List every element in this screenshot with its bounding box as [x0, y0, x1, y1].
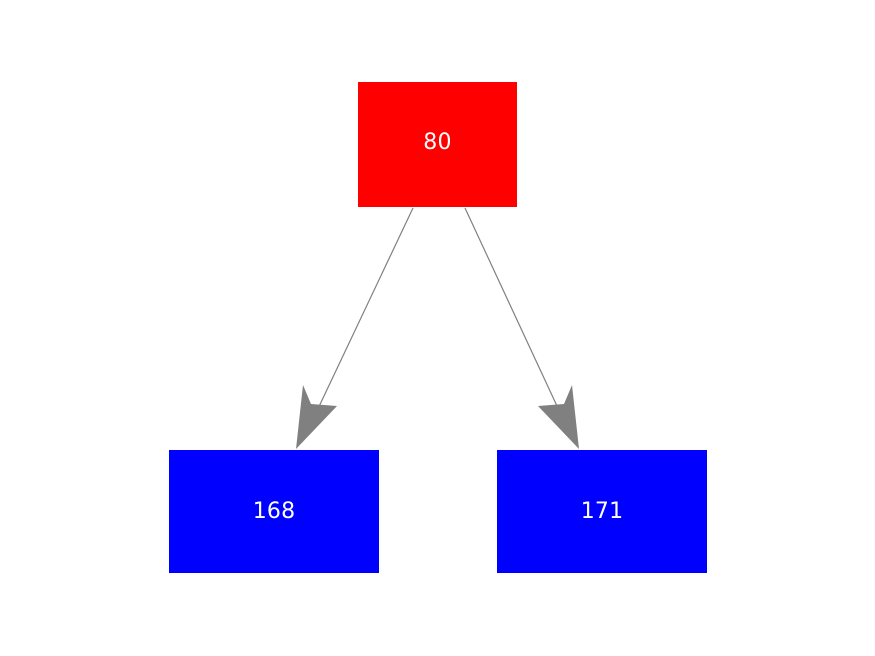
tree-node-root[interactable]: 80: [358, 82, 517, 207]
tree-node-label: 80: [423, 130, 452, 155]
edge-root-to-left: [296, 207, 414, 449]
tree-node-left-child[interactable]: 168: [169, 450, 379, 573]
edge-line: [305, 207, 414, 435]
edge-root-to-right: [464, 207, 579, 449]
arrowhead-icon: [538, 385, 579, 449]
tree-node-label: 168: [252, 498, 296, 524]
tree-node-label: 171: [580, 498, 624, 524]
edge-line: [464, 207, 571, 435]
arrowhead-icon: [296, 385, 337, 449]
tree-node-right-child[interactable]: 171: [497, 450, 707, 573]
